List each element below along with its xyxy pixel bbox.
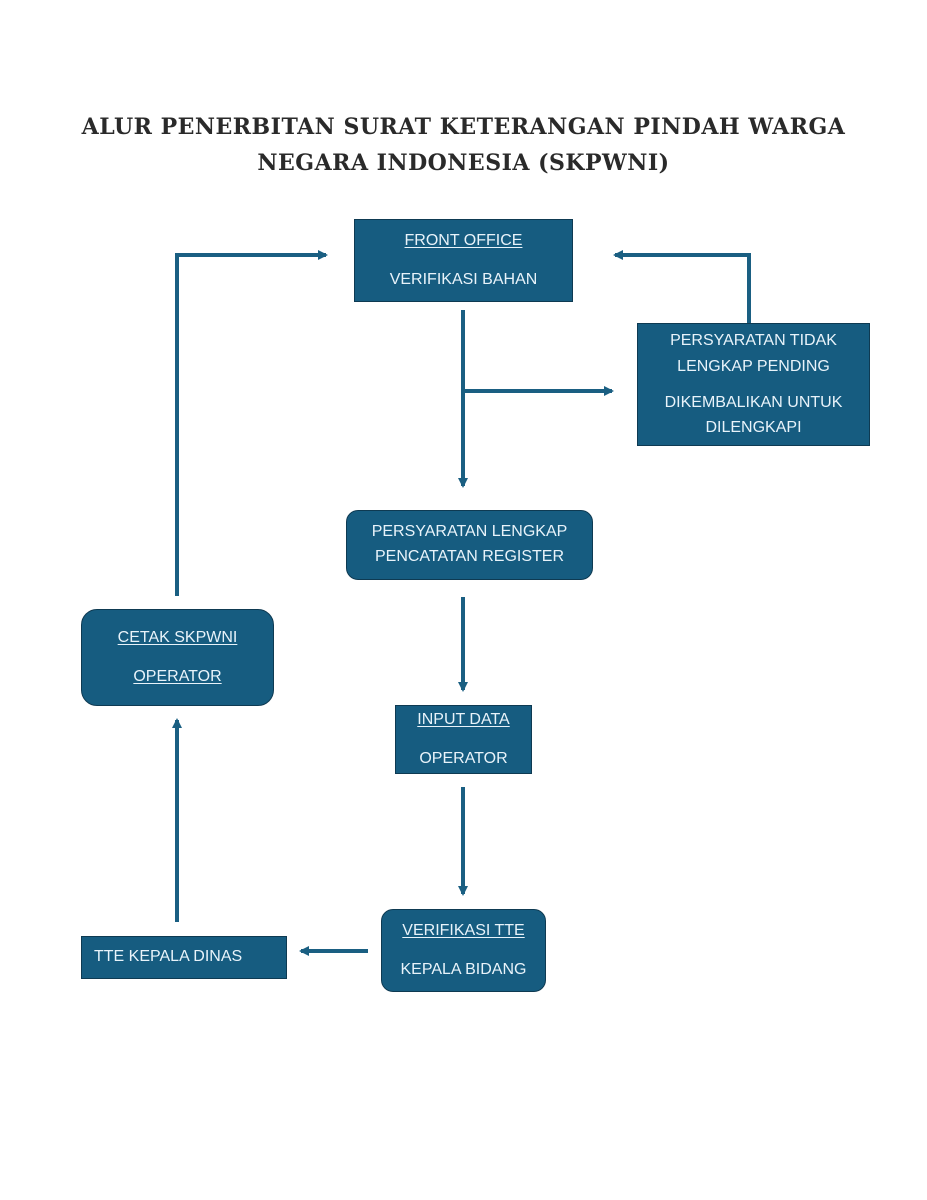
node-input-data-sub: OPERATOR: [419, 749, 508, 767]
node-verifikasi-tte-heading: VERIFIKASI TTE: [402, 921, 525, 939]
node-pending-line-1: PERSYARATAN TIDAK: [670, 332, 837, 350]
node-tte-kepala-dinas: TTE KEPALA DINAS: [81, 936, 287, 979]
node-input-data-heading: INPUT DATA: [417, 710, 510, 728]
node-lengkap-line-2: PENCATATAN REGISTER: [374, 548, 565, 565]
node-pending-line-3: DIKEMBALIKAN UNTUK: [664, 393, 843, 411]
arrow-cetak-to-front-office: [175, 250, 328, 596]
node-cetak-skpwni: CETAK SKPWNI OPERATOR: [81, 609, 274, 706]
node-cetak-sub: OPERATOR: [133, 667, 222, 685]
node-pending-line-4: DILENGKAPI: [705, 419, 802, 437]
node-pending-line-2: LENGKAP PENDING: [677, 357, 830, 375]
arrow-pending-to-front-office: [613, 250, 751, 323]
diagram-title-line-2: NEGARA INDONESIA (SKPWNI): [257, 150, 670, 176]
node-cetak-heading: CETAK SKPWNI: [117, 628, 238, 646]
node-persyaratan-lengkap: PERSYARATAN LENGKAP PENCATATAN REGISTER: [346, 510, 593, 580]
node-front-office: FRONT OFFICE VERIFIKASI BAHAN: [354, 219, 573, 302]
node-verifikasi-tte-sub: KEPALA BIDANG: [400, 960, 527, 978]
node-front-office-heading: FRONT OFFICE: [404, 231, 523, 249]
node-pending: PERSYARATAN TIDAK LENGKAP PENDING DIKEMB…: [637, 323, 870, 446]
diagram-title-line-1: ALUR PENERBITAN SURAT KETERANGAN PINDAH …: [81, 114, 846, 140]
node-verifikasi-tte: VERIFIKASI TTE KEPALA BIDANG: [381, 909, 546, 992]
node-front-office-sub: VERIFIKASI BAHAN: [389, 270, 538, 288]
node-input-data: INPUT DATA OPERATOR: [395, 705, 532, 774]
node-lengkap-line-1: PERSYARATAN LENGKAP: [371, 523, 568, 541]
node-tte-kepala-dinas-label: TTE KEPALA DINAS: [94, 948, 243, 966]
